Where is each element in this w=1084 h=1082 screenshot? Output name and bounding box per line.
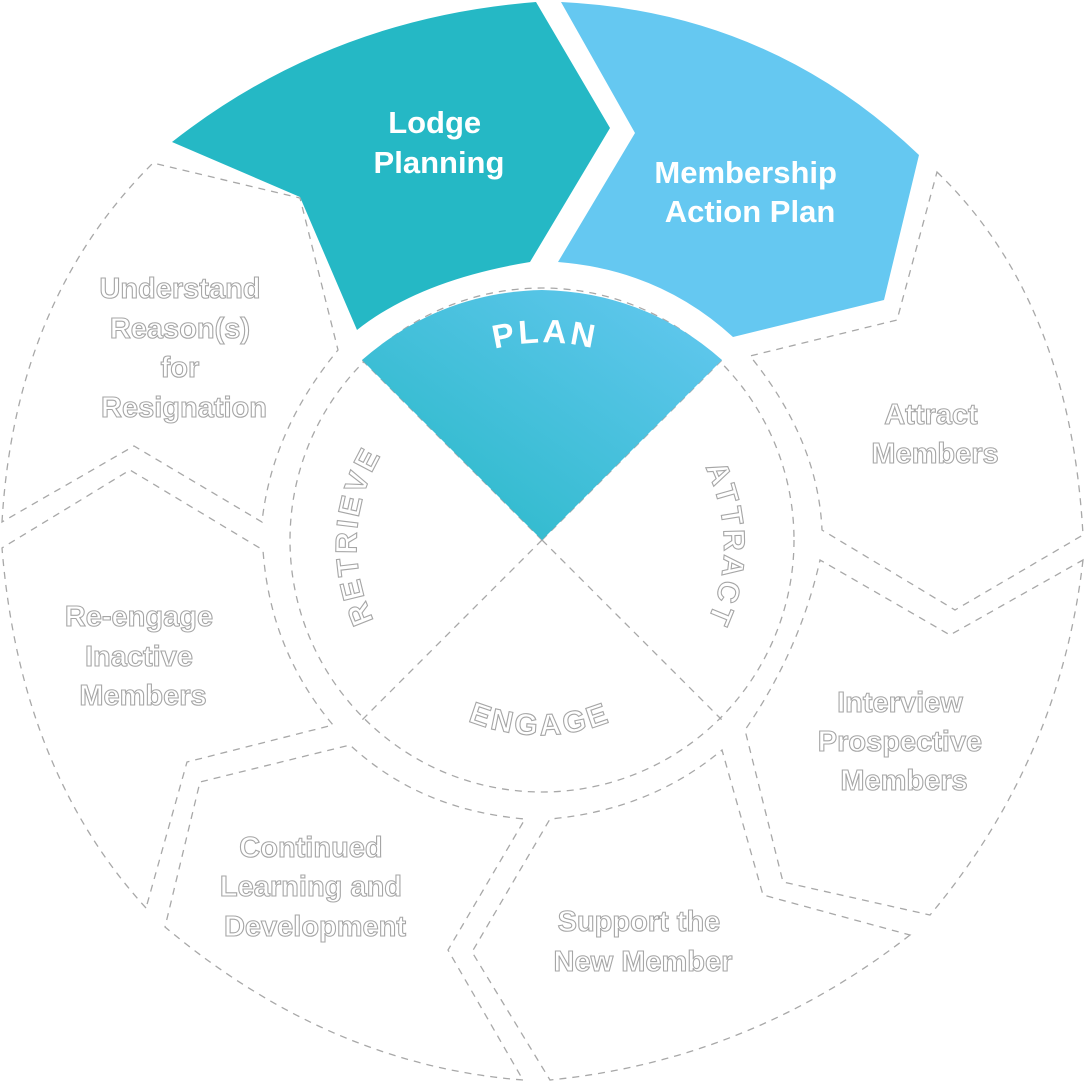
segment-continued-learning[interactable]: Continued Learning and Development <box>164 744 527 1081</box>
continued-learning-outline <box>164 744 527 1081</box>
segment-reengage-inactive[interactable]: Re-engage Inactive Members <box>1 469 335 910</box>
inner-ring-outer-boundary <box>289 287 795 793</box>
segment-membership-action-plan[interactable]: Membership Action Plan <box>558 2 919 337</box>
reengage-inactive-outline <box>1 469 335 910</box>
understand-resignation-label: Understand Reason(s) for Resignation <box>99 273 268 424</box>
support-new-member-outline <box>471 748 912 1081</box>
segment-support-new-member[interactable]: Support the New Member <box>471 748 912 1081</box>
quadrant-attract[interactable]: ATTRACT <box>698 456 750 633</box>
engage-label: ENGAGE <box>465 697 614 743</box>
continued-learning-label: Continued Learning and Development <box>220 832 410 943</box>
membership-action-plan-shape[interactable] <box>558 2 919 337</box>
segment-interview-prospective-members[interactable]: Interview Prospective Members <box>744 558 1084 916</box>
lodge-planning-label: Lodge Planning <box>374 105 505 180</box>
attract-label: ATTRACT <box>699 457 750 633</box>
plan-wedge[interactable] <box>362 290 722 540</box>
plan-label: PLAN <box>489 312 601 355</box>
reengage-inactive-label: Re-engage Inactive Members <box>65 601 221 712</box>
divider-attract-engage <box>541 539 723 721</box>
attract-members-outline <box>748 170 1084 611</box>
support-new-member-label: Support the New Member <box>554 906 733 978</box>
divider-engage-retrieve <box>361 539 543 721</box>
quadrant-retrieve[interactable]: RETRIEVE <box>330 441 388 631</box>
inner-ring: PLAN ATTRACT ENGAGE RETRIEVE <box>289 287 795 793</box>
quadrant-plan[interactable]: PLAN <box>362 290 722 540</box>
membership-action-plan-label: Membership Action Plan <box>654 155 845 229</box>
segment-lodge-planning[interactable]: Lodge Planning <box>172 2 610 330</box>
retrieve-label: RETRIEVE <box>330 441 388 630</box>
interview-prospective-members-outline <box>744 558 1084 916</box>
interview-prospective-members-label: Interview Prospective Members <box>818 687 990 797</box>
segment-understand-resignation[interactable]: Understand Reason(s) for Resignation <box>1 162 339 524</box>
lodge-planning-shape[interactable] <box>172 2 610 330</box>
segment-attract-members[interactable]: Attract Members <box>748 170 1084 611</box>
attract-members-label: Attract Members <box>871 399 998 470</box>
quadrant-engage[interactable]: ENGAGE <box>465 696 614 743</box>
